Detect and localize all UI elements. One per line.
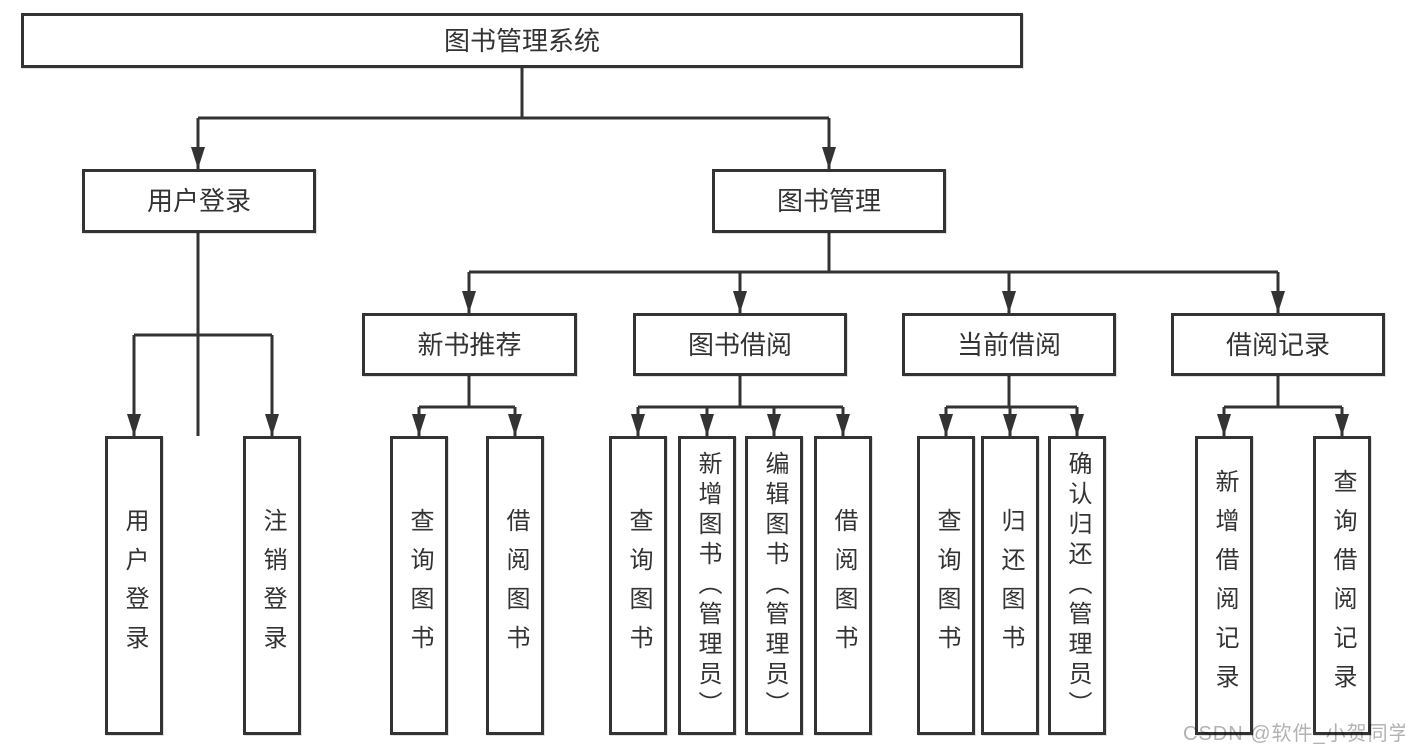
- node-library-management-system: 图书管理系统: [21, 13, 1023, 68]
- node-leaf-logout: 注销登录: [243, 436, 301, 735]
- node-leaf-query-books: 查询图书: [609, 436, 667, 735]
- node-label: 归还图书: [997, 507, 1024, 664]
- node-leaf-query-books: 查询图书: [390, 436, 448, 735]
- node-label: 借阅图书: [830, 507, 857, 664]
- node-label: 查询图书: [933, 507, 960, 664]
- node-label: 借阅图书: [502, 507, 529, 664]
- node-label: 图书管理: [776, 186, 881, 216]
- node-leaf-query-borrow-record: 查询借阅记录: [1313, 436, 1371, 735]
- node-leaf-confirm-return-admin: 确认归还（管理员）: [1048, 436, 1106, 735]
- node-leaf-add-books-admin: 新增图书（管理员）: [678, 436, 736, 735]
- node-leaf-query-books: 查询图书: [917, 436, 975, 735]
- node-label: 图书管理系统: [443, 25, 600, 56]
- node-label: 查询图书: [406, 507, 433, 664]
- node-leaf-add-borrow-record: 新增借阅记录: [1195, 436, 1253, 735]
- node-current-borrowing: 当前借阅: [902, 313, 1116, 376]
- node-label: 查询图书: [625, 507, 652, 664]
- node-label: 图书借阅: [687, 329, 792, 360]
- csdn-watermark: CSDN @软件_小贺同学: [1183, 723, 1405, 745]
- node-new-book-recommend: 新书推荐: [362, 313, 577, 376]
- node-label: 新增图书（管理员）: [694, 450, 721, 721]
- node-label: 用户登录: [121, 507, 148, 664]
- node-label: 借阅记录: [1225, 329, 1330, 360]
- node-label: 确认归还（管理员）: [1064, 450, 1091, 721]
- arrowheads: [127, 147, 1349, 436]
- node-book-management: 图书管理: [712, 169, 946, 233]
- node-label: 查询借阅记录: [1329, 468, 1356, 703]
- node-leaf-borrow-books: 借阅图书: [486, 436, 544, 735]
- node-label: 新增借阅记录: [1211, 468, 1238, 703]
- node-leaf-borrow-books: 借阅图书: [814, 436, 872, 735]
- node-label: 新书推荐: [417, 329, 522, 360]
- node-leaf-user-login: 用户登录: [105, 436, 163, 735]
- node-label: 编辑图书（管理员）: [761, 450, 788, 721]
- node-leaf-edit-books-admin: 编辑图书（管理员）: [745, 436, 803, 735]
- node-user-login: 用户登录: [82, 169, 316, 233]
- node-label: 用户登录: [146, 186, 251, 216]
- node-label: 当前借阅: [956, 329, 1061, 360]
- node-book-borrowing: 图书借阅: [633, 313, 847, 376]
- node-borrowing-records: 借阅记录: [1171, 313, 1385, 376]
- node-label: 注销登录: [259, 507, 286, 664]
- node-leaf-return-books: 归还图书: [981, 436, 1039, 735]
